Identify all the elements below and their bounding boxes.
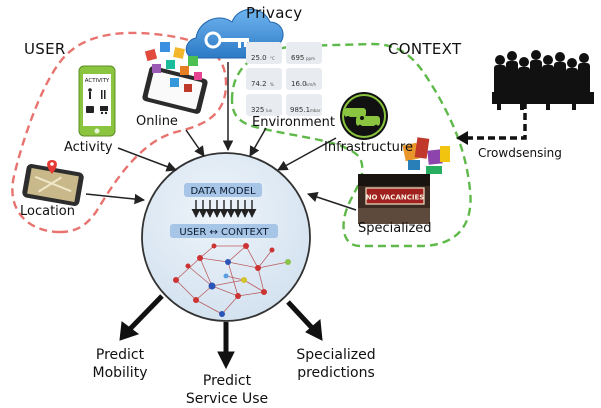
online-label: Online [136, 114, 178, 129]
sensor-tile: 325 lux [246, 94, 282, 116]
infrastructure-traffic-icon [340, 92, 388, 140]
specialized-predictions-line2: predictions [297, 365, 375, 381]
infrastructure-label: Infrastructure [324, 140, 413, 155]
predict-service-use-label: Predict Service Use [180, 372, 274, 408]
svg-text:985.1: 985.1 [290, 106, 310, 114]
svg-text:%: % [270, 82, 274, 87]
predict-service-line1: Predict [202, 373, 252, 389]
no-vacancies-sign-text: NO VACANCIES [366, 194, 425, 202]
online-apps-phone-icon [142, 42, 208, 114]
privacy-label: Privacy [246, 4, 303, 22]
sensor-tile: 985.1 mbar [286, 94, 322, 116]
key-icon [204, 31, 249, 49]
data-model-box [184, 183, 262, 197]
environment-sensor-grid: 25.0 °C 695 ppm 74.2 % 16.0 km/h 325 lux… [246, 42, 322, 116]
crowd-silhouette-icon [492, 50, 594, 110]
specialized-label: Specialized [358, 221, 432, 236]
user-context-box [170, 224, 278, 238]
predict-mobility-label: Predict Mobility [80, 346, 160, 382]
sensor-tile: 74.2 % [246, 68, 282, 90]
svg-text:km/h: km/h [306, 82, 317, 87]
environment-label: Environment [252, 115, 336, 130]
predict-mobility-line2: Mobility [92, 365, 148, 381]
svg-text:lux: lux [266, 108, 273, 113]
context-group-label: CONTEXT [388, 40, 462, 58]
crowdsensing-label: Crowdsensing [478, 146, 562, 160]
svg-text:695: 695 [291, 54, 304, 62]
data-model-label: DATA MODEL [190, 186, 255, 197]
activity-phone-title: ACTIVITY [85, 78, 110, 84]
user-group-label: USER [24, 40, 66, 58]
output-arrows [119, 294, 323, 370]
location-label: Location [20, 204, 75, 219]
sensor-tile: 16.0 km/h [286, 68, 322, 90]
network-graph [173, 243, 291, 317]
sensor-tile: 695 ppm [286, 42, 322, 64]
svg-text:74.2: 74.2 [251, 80, 267, 88]
sensor-tile: 25.0 °C [246, 42, 282, 64]
specialized-predictions-label: Specialized predictions [284, 346, 388, 382]
svg-text:ppm: ppm [306, 56, 315, 61]
svg-text:°C: °C [270, 56, 275, 61]
svg-text:16.0: 16.0 [291, 80, 307, 88]
svg-text:mbar: mbar [310, 108, 321, 113]
crowd-letters-icon [402, 137, 450, 174]
location-gps-icon [22, 160, 84, 206]
activity-phone-icon: ACTIVITY [78, 65, 116, 137]
specialized-predictions-line1: Specialized [296, 347, 376, 363]
crowdsensing-arrow [466, 102, 527, 140]
input-arrows [85, 62, 357, 211]
svg-text:325: 325 [251, 106, 264, 114]
user-context-label: USER ↔ CONTEXT [179, 227, 269, 238]
predict-mobility-line1: Predict [95, 347, 145, 363]
predict-service-line2: Service Use [185, 391, 269, 407]
context-group-outline [230, 42, 472, 248]
svg-text:25.0: 25.0 [251, 54, 267, 62]
specialized-sign-photo: NO VACANCIES [358, 174, 430, 224]
model-mapping-arrows [191, 200, 257, 218]
activity-label: Activity [64, 140, 113, 155]
